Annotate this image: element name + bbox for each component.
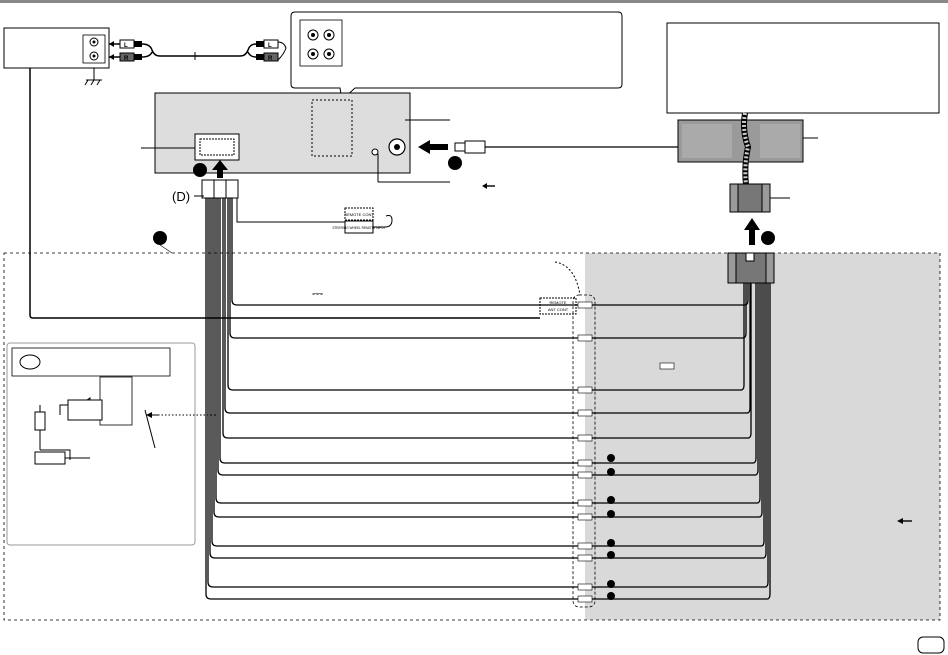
bullet-connector-leader xyxy=(554,261,581,296)
note-box xyxy=(666,22,940,114)
ant-cont-tag xyxy=(539,297,577,315)
minus-sign: − xyxy=(609,470,613,477)
vehicle-harness-plug xyxy=(727,252,775,284)
vehicle-iso-plug xyxy=(729,183,790,245)
polarity-sign: − xyxy=(609,553,613,560)
wiring-area-outline xyxy=(3,252,941,621)
polarity-sign: + xyxy=(609,498,613,505)
right-note-arrow-head xyxy=(897,518,903,524)
bullet-connectors xyxy=(577,301,675,603)
iso-arrow-icon xyxy=(744,218,760,245)
callout-3: 3 xyxy=(761,231,775,245)
callout-1-number: 1 xyxy=(157,234,163,245)
bullet-connector-group xyxy=(572,294,596,608)
rca-cable xyxy=(109,39,287,62)
speaker-rear-right-polarity xyxy=(607,580,615,600)
plus-sign: + xyxy=(609,456,613,463)
polarity-sign: + xyxy=(609,541,613,548)
jack-l-label: L xyxy=(124,43,128,49)
remote-cont-lead xyxy=(236,198,393,234)
page-badge xyxy=(917,636,945,654)
callout-4-number: 4 xyxy=(197,166,203,177)
wiring-harness xyxy=(205,198,771,600)
plug-r-label: R xyxy=(268,56,273,62)
polarity-sign: − xyxy=(609,512,613,519)
fuse-icon xyxy=(34,411,46,431)
callout-1: 1 xyxy=(153,231,173,254)
battery-icon xyxy=(34,451,66,465)
jack-r-label: R xyxy=(124,56,129,62)
remote-cont-text: REMOTE CONT xyxy=(344,212,374,217)
dc-symbol: ⎓ xyxy=(312,285,323,301)
callout-3-number: 3 xyxy=(765,234,771,245)
polarity-sign: + xyxy=(609,582,613,589)
unit-arrow-icon xyxy=(212,160,228,178)
insert-arrow-icon xyxy=(418,140,448,154)
ignition-inset xyxy=(6,342,196,546)
vehicle-antenna-socket xyxy=(677,112,818,186)
amp-remote-wire xyxy=(29,68,540,319)
external-amplifier xyxy=(3,27,110,86)
plug-l-label: L xyxy=(268,43,272,49)
remote-tag-text: REMOTE xyxy=(549,300,566,305)
head-unit-rear xyxy=(141,92,411,174)
callout-4: 4 xyxy=(193,163,207,177)
speaker-front-right-polarity xyxy=(607,496,615,518)
ant-cont-text: ANT CONT xyxy=(548,307,569,312)
callout-2-number: 2 xyxy=(452,159,458,170)
key-icon xyxy=(19,354,41,370)
speaker-front-left-polarity xyxy=(607,454,615,476)
top-rule xyxy=(0,0,948,3)
jack-callout-bubble xyxy=(290,11,623,101)
connector-d-label: (D) xyxy=(172,189,190,204)
steering-remote-text: STEERING WHEEL REMOTE INPUT xyxy=(332,226,385,230)
polarity-markers xyxy=(607,454,615,600)
polarity-sign: − xyxy=(609,594,613,601)
speaker-rear-left-polarity xyxy=(607,539,615,559)
callout-2: 2 xyxy=(448,156,462,170)
